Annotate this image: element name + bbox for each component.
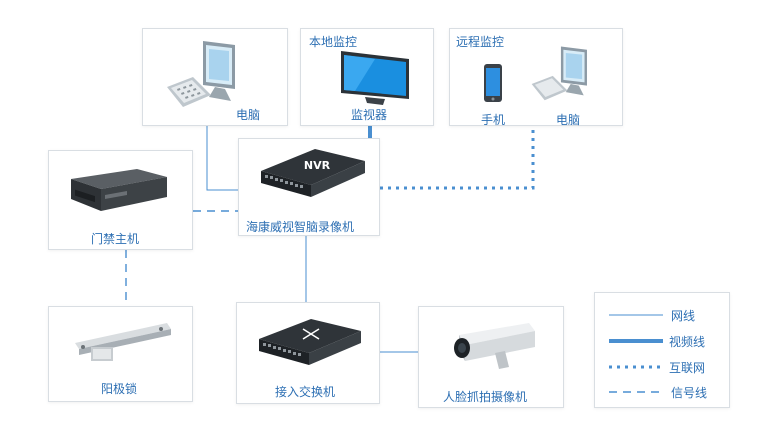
camera-label: 人脸抓拍摄像机 <box>443 390 528 404</box>
monitor-label: 监视器 <box>351 108 388 122</box>
camera-icon <box>454 323 535 369</box>
remote-monitor-header: 远程监控 <box>456 35 505 49</box>
desktop-computer-icon <box>167 41 235 107</box>
lock-icon <box>75 323 171 361</box>
switch-icon <box>259 319 361 365</box>
pc-top-box: 电脑 <box>142 28 288 126</box>
legend-swatches <box>609 314 663 393</box>
monitor-icon <box>341 51 409 105</box>
camera-box: 人脸抓拍摄像机 <box>418 306 564 408</box>
legend-label-signal: 信号线 <box>671 386 708 400</box>
switch-label: 接入交换机 <box>275 385 336 399</box>
phone-icon <box>484 64 502 102</box>
pc-top-label: 电脑 <box>236 108 261 122</box>
remote-monitor-box: 远程监控 手机 电脑 <box>449 28 623 127</box>
legend-label-video: 视频线 <box>669 335 706 349</box>
remote-pc-label: 电脑 <box>556 113 581 127</box>
legend-box: 网线 视频线 互联网 信号线 <box>594 292 730 408</box>
lock-label: 阳极锁 <box>101 382 138 396</box>
legend-label-network: 网线 <box>671 309 696 323</box>
nvr-recorder-icon: NVR <box>261 149 365 197</box>
lock-box: 阳极锁 <box>48 306 193 402</box>
remote-pc-icon <box>531 46 587 101</box>
access-host-box: 门禁主机 <box>48 150 193 250</box>
local-monitor-header: 本地监控 <box>309 35 358 49</box>
access-controller-icon <box>71 169 167 211</box>
local-monitor-box: 本地监控 监视器 <box>300 28 434 126</box>
switch-box: 接入交换机 <box>236 302 380 404</box>
internet-wire <box>380 126 535 190</box>
legend-label-internet: 互联网 <box>669 361 706 375</box>
access-host-label: 门禁主机 <box>91 232 140 246</box>
nvr-box: NVR 海康威视智脑录像机 <box>238 138 380 236</box>
nvr-badge-text: NVR <box>304 159 331 172</box>
nvr-label: 海康威视智脑录像机 <box>246 220 355 234</box>
phone-label: 手机 <box>481 113 506 127</box>
pc-nvr-wire <box>206 126 252 191</box>
